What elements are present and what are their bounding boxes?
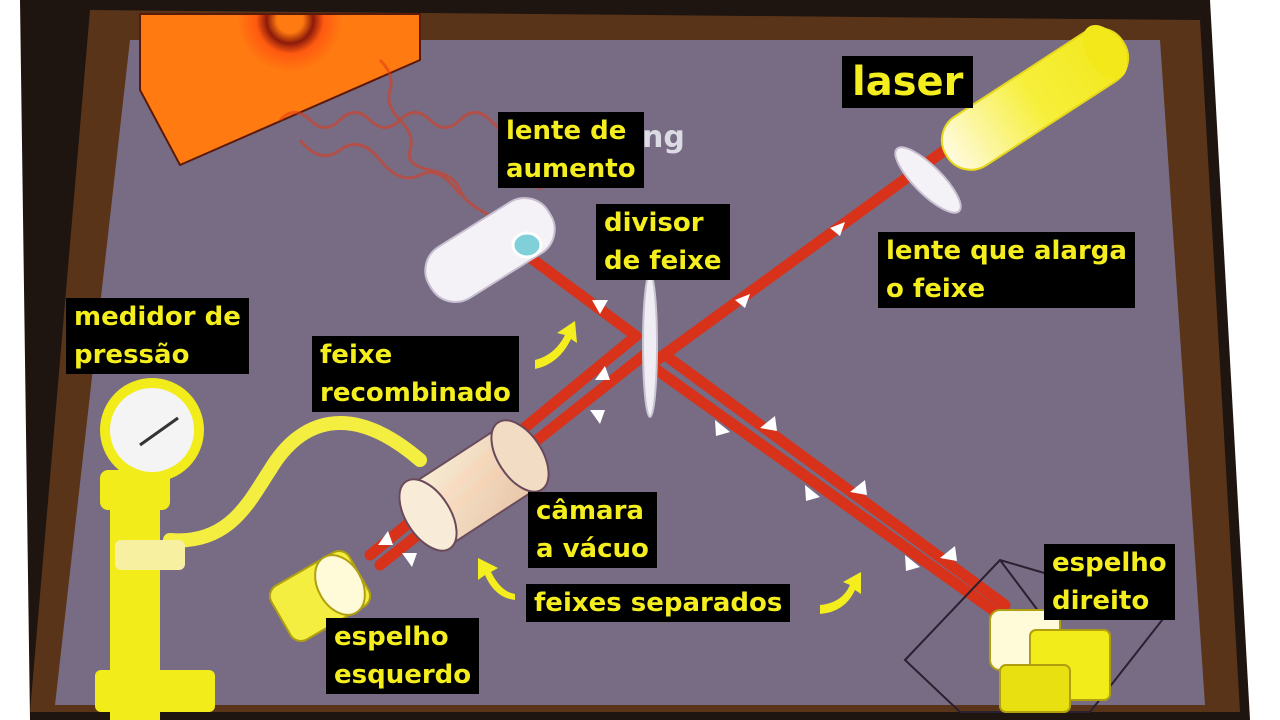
beam-expander-lens: [894, 146, 962, 214]
beam-expander-label: lente que alarga o feixe: [878, 232, 1135, 308]
arrow-recombined: [535, 321, 577, 369]
yellow-curved-arrows: [478, 321, 861, 614]
laser-device: [940, 24, 1130, 171]
left-mirror-label: espelho esquerdo: [326, 618, 480, 694]
vacuum-chamber-label: câmara a vácuo: [528, 492, 657, 568]
beam-direction-arrows: [378, 222, 957, 571]
vacuum-chamber: [398, 419, 550, 552]
laser-label: laser: [842, 56, 974, 108]
right-mirror: [903, 558, 1172, 713]
recombined-beam-label: feixe recombinado: [312, 336, 519, 412]
right-mirror-label: espelho direito: [1044, 544, 1175, 620]
separated-beams-label: feixes separados: [526, 584, 791, 622]
beam-right-arm-a: [644, 359, 1006, 621]
beam-from-laser: [644, 144, 951, 371]
pressure-gauge: [95, 378, 427, 720]
magnifying-lens: [424, 197, 556, 303]
beam-right-arm-b: [659, 349, 1011, 611]
arrow-separated-right: [820, 572, 861, 614]
ghost-text: ng: [642, 120, 685, 155]
magnifying-lens-label: lente de aumento: [498, 112, 644, 188]
beam-to-lens: [514, 244, 642, 342]
arrow-separated-left: [478, 558, 515, 600]
beam-splitter-label: divisor de feixe: [596, 204, 730, 280]
beam-splitter-plate: [642, 272, 658, 418]
pressure-gauge-label: medidor de pressão: [66, 298, 249, 374]
